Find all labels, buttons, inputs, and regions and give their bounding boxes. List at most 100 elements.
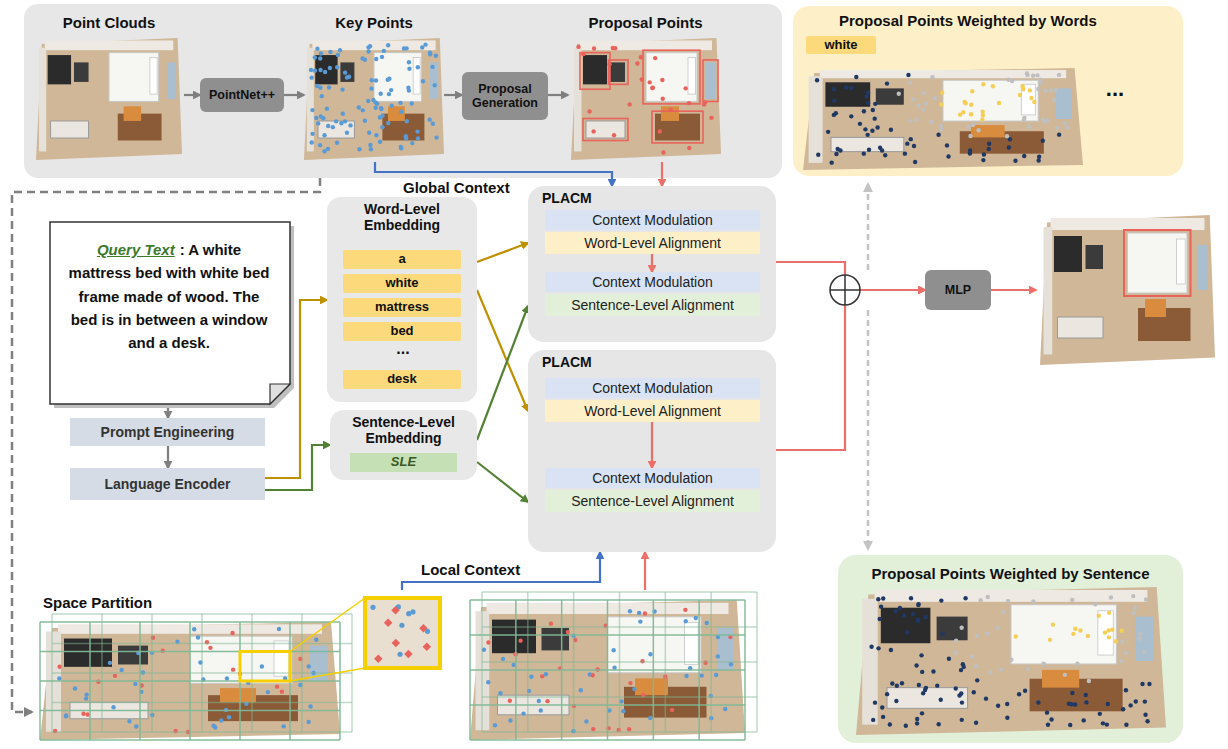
point-dot	[890, 681, 894, 685]
point-marker	[423, 643, 431, 651]
point-dot	[888, 722, 892, 726]
point-dot	[1097, 614, 1101, 618]
point-dot	[1055, 126, 1059, 130]
point-dot	[889, 128, 893, 132]
scene-illustration	[34, 14, 184, 162]
proposal-box	[609, 60, 629, 84]
point-dot	[374, 133, 378, 137]
point-dot	[390, 104, 394, 108]
point-dot	[921, 691, 925, 695]
grid-line	[52, 731, 352, 733]
process-box: Prompt Engineering	[70, 418, 265, 446]
point-dot	[320, 94, 324, 98]
point-dot	[230, 631, 234, 635]
point-dot	[1106, 702, 1110, 706]
scene-figure: Space Partition	[35, 590, 750, 745]
point-dot	[905, 141, 909, 145]
point-dot	[1067, 702, 1071, 706]
connector-arrow	[548, 94, 568, 96]
point-dot	[370, 78, 374, 82]
point-dot	[611, 648, 615, 652]
point-dot	[876, 646, 880, 650]
point-dot	[834, 152, 838, 156]
point-dot	[108, 661, 112, 665]
point-dot	[81, 712, 85, 716]
point-dot	[643, 611, 647, 615]
pillow	[150, 58, 157, 95]
point-dot	[854, 75, 858, 79]
point-dot	[976, 128, 980, 132]
point-dot	[1124, 723, 1128, 727]
point-dot	[929, 119, 933, 123]
point-dot	[84, 692, 88, 696]
point-dot	[590, 673, 594, 677]
box-label: SLE	[391, 455, 416, 470]
point-dot	[981, 158, 985, 162]
point-dot	[192, 627, 196, 631]
point-dot	[903, 151, 907, 155]
point-dot	[319, 114, 323, 118]
chair	[315, 55, 337, 84]
connector-arrow	[776, 290, 925, 450]
point-dot	[1098, 712, 1102, 716]
point-dot	[879, 604, 883, 608]
point-dot	[345, 131, 349, 135]
point-dot	[357, 105, 361, 109]
point-dot	[369, 147, 373, 151]
bed	[646, 53, 697, 102]
room-floor	[1040, 215, 1215, 365]
point-dot	[878, 617, 882, 621]
zoom-leader	[290, 598, 365, 652]
grid-line	[482, 591, 757, 593]
connector-arrow	[402, 552, 600, 590]
scene-illustration	[35, 590, 750, 745]
point-dot	[544, 672, 548, 676]
dashed-flow-line	[867, 184, 870, 270]
point-dot	[650, 86, 654, 90]
point-dot	[1081, 718, 1085, 722]
point-dot	[867, 148, 871, 152]
point-dot	[984, 696, 988, 700]
point-dot	[1124, 688, 1128, 692]
point-dot	[968, 148, 972, 152]
point-dot	[1109, 595, 1113, 599]
point-dot	[961, 662, 965, 666]
point-dot	[343, 70, 347, 74]
point-dot	[832, 87, 836, 91]
panel-title: Proposal Points	[588, 14, 702, 31]
process-box: MLP	[925, 270, 991, 310]
window	[1198, 245, 1209, 290]
point-dot	[945, 143, 949, 147]
point-dot	[277, 627, 281, 631]
point-dot	[1010, 79, 1014, 83]
point-dot	[931, 669, 935, 673]
point-dot	[134, 724, 138, 728]
point-dot	[716, 654, 720, 658]
process-box: Word-Level Alignment	[545, 232, 760, 254]
point-dot	[1006, 599, 1010, 603]
embedding-panel: Word-Level Embeddingawhitemattressbeddes…	[327, 197, 477, 402]
point-dot	[566, 630, 570, 634]
point-dot	[980, 117, 984, 121]
point-dot	[1114, 639, 1118, 643]
zoom-cell	[365, 598, 440, 668]
point-dot	[683, 608, 687, 612]
point-dot	[959, 691, 963, 695]
point-dot	[374, 57, 378, 61]
proposal-box	[583, 119, 628, 141]
point-dot	[591, 727, 595, 731]
proposal-box	[703, 60, 718, 101]
point-dot	[873, 116, 877, 120]
process-box: Word-Level Alignment	[545, 400, 760, 422]
point-dot	[628, 609, 632, 613]
sum-symbol	[844, 275, 846, 305]
table	[51, 121, 89, 138]
point-dot	[970, 89, 974, 93]
point-dot	[398, 101, 402, 105]
point-dot	[406, 611, 411, 616]
point-dot	[849, 114, 853, 118]
box-label: Sentence-Level Alignment	[571, 493, 734, 509]
room-floor	[856, 587, 1166, 735]
panel-title: Sentence-Level Embedding	[336, 414, 471, 446]
query-label: Query Text	[97, 241, 175, 258]
